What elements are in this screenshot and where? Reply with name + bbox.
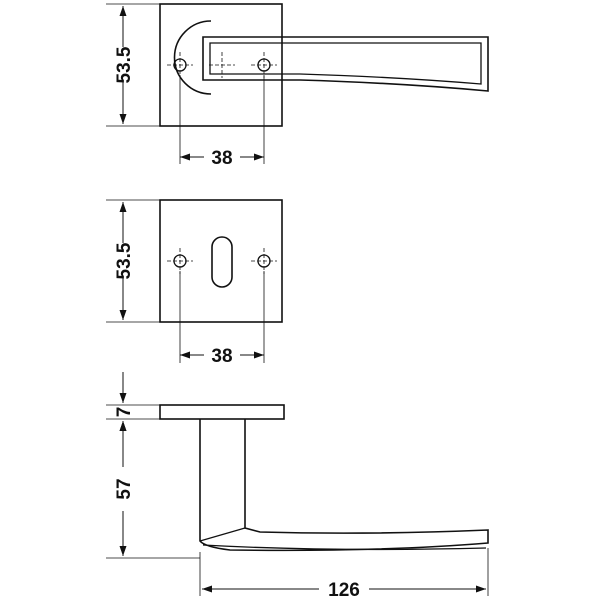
hole-spacing-dimension: 38 <box>179 75 265 169</box>
lever-handle <box>202 36 489 92</box>
square-escutcheon <box>159 199 283 323</box>
escutcheon-hole-spacing-label: 38 <box>211 346 232 367</box>
keyhole <box>211 236 233 288</box>
height-label: 53.5 <box>114 46 135 83</box>
lever-height-dimension: 57 <box>106 421 200 559</box>
screw-hole-right <box>251 52 277 78</box>
lever-side-profile <box>199 419 489 552</box>
escutcheon-view: 53.5 38 <box>106 199 283 367</box>
lever-height-label: 57 <box>114 478 135 499</box>
rose-thickness-label: 7 <box>114 407 135 418</box>
escutcheon-height-dimension: 53.5 <box>106 199 160 323</box>
lever-collar <box>173 20 212 95</box>
lever-length-label: 126 <box>328 580 360 600</box>
hole-spacing-label: 38 <box>211 148 232 169</box>
rose-plate-side <box>159 404 285 420</box>
escutcheon-screw-hole-left <box>167 248 193 274</box>
escutcheon-height-label: 53.5 <box>114 242 135 279</box>
square-rose <box>159 3 283 127</box>
side-profile-view: 7 57 126 <box>106 372 489 600</box>
escutcheon-hole-spacing-dimension: 38 <box>179 271 265 367</box>
height-dimension: 53.5 <box>106 3 160 127</box>
rose-with-lever-view: 53.5 38 <box>106 3 489 169</box>
escutcheon-screw-hole-right <box>251 248 277 274</box>
lever-length-dimension: 126 <box>199 548 489 600</box>
spindle-center-mark <box>209 52 235 78</box>
rose-thickness-dimension: 7 <box>106 372 160 450</box>
screw-hole-left <box>167 52 193 78</box>
